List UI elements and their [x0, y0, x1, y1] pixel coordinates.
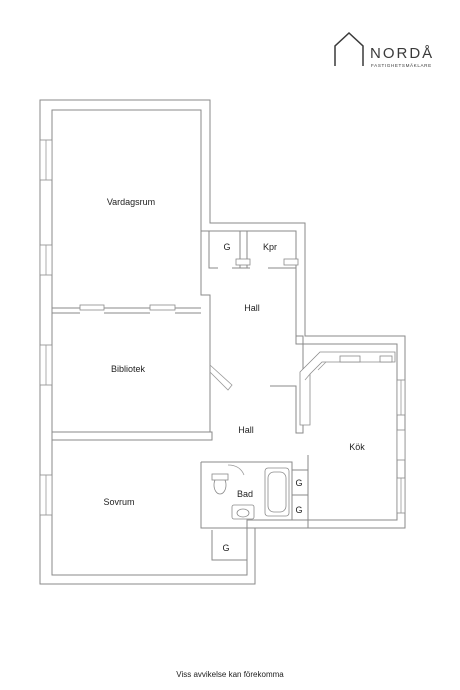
room-labels: Vardagsrum Bibliotek Sovrum Kök Hall Hal… [103, 197, 365, 553]
room-label-g-kok-2: G [295, 505, 302, 515]
room-label-vardagsrum: Vardagsrum [107, 197, 155, 207]
room-label-g-kok-1: G [295, 478, 302, 488]
room-label-bad: Bad [237, 489, 253, 499]
brand-name: NORDÅ [370, 45, 434, 62]
disclaimer-text: Viss avvikelse kan förekomma [176, 670, 284, 679]
interior-walls [52, 231, 396, 561]
room-label-sovrum: Sovrum [103, 497, 134, 507]
house-outline-icon [334, 31, 364, 66]
outer-walls [39, 99, 406, 585]
brand-logo: NORDÅ FASTIGHETSMÄKLARE [334, 31, 434, 68]
room-label-kpr: Kpr [263, 242, 277, 252]
room-label-bibliotek: Bibliotek [111, 364, 146, 374]
room-label-g-upper: G [223, 242, 230, 252]
room-label-kok: Kök [349, 442, 365, 452]
room-label-hall-upper: Hall [244, 303, 260, 313]
room-label-hall-lower: Hall [238, 425, 254, 435]
room-label-g-lower: G [222, 543, 229, 553]
brand-tagline: FASTIGHETSMÄKLARE [371, 62, 432, 68]
windows-right [396, 379, 406, 514]
windows-left [39, 139, 53, 516]
